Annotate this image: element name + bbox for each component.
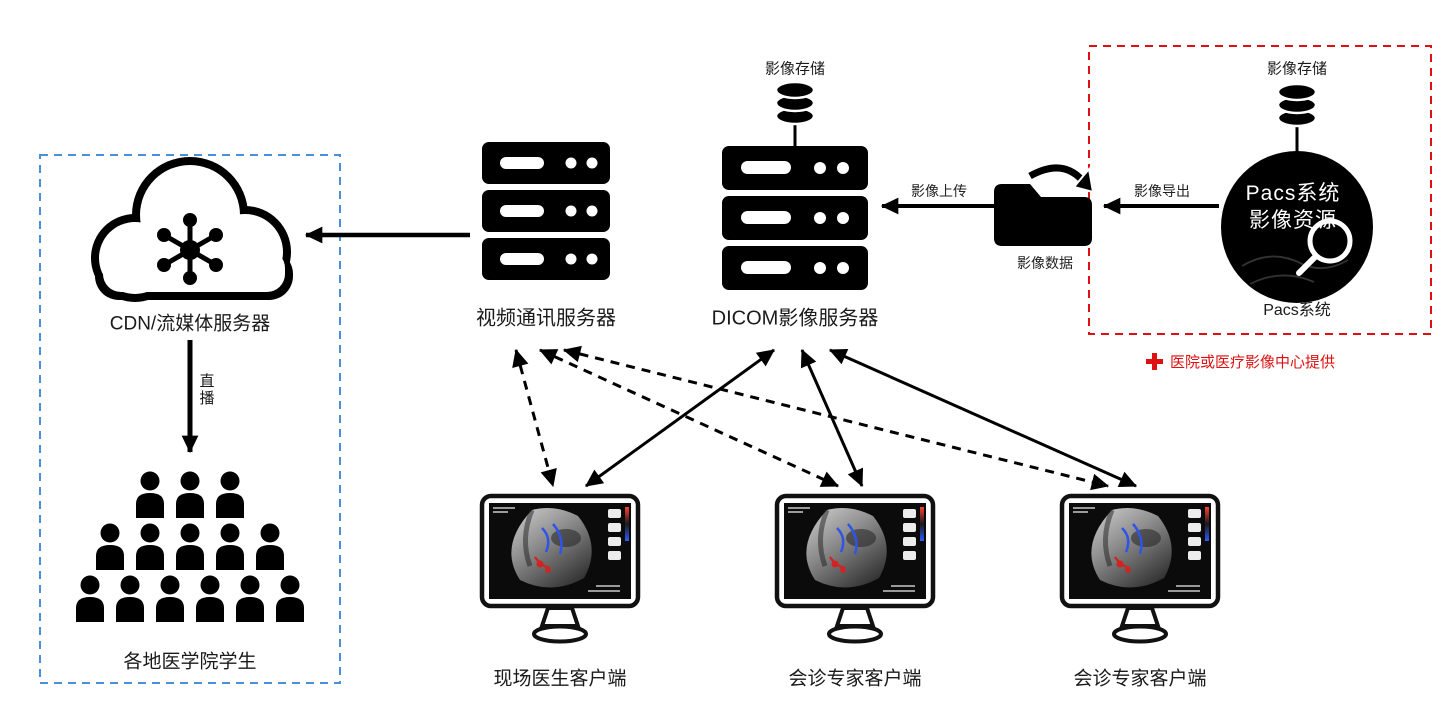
dicom-server-icon [722,146,868,290]
pacs-provider-boundary [1088,45,1432,335]
pacs-system-icon [1221,151,1373,303]
link-video-client1-dashed [512,348,557,488]
client1-monitor-icon [482,496,638,642]
link-dicom-client1 [585,348,775,488]
students-crowd-icon [76,471,304,622]
server-client-links [512,345,1138,491]
link-video-client3-dashed [562,345,1110,491]
link-video-client2-dashed [538,348,840,488]
magnifier-icon [1296,218,1353,276]
link-dicom-client3 [828,348,1138,488]
cloud-cdn-icon [91,157,293,302]
pacs-storage-db-icon [1276,82,1318,128]
cdn-audience-boundary [39,154,341,684]
folder-import-icon [994,161,1095,246]
dicom-storage-db-icon [774,80,816,126]
client2-monitor-icon [777,496,933,642]
client3-monitor-icon [1062,496,1218,642]
network-node-icon [157,213,223,285]
link-dicom-client2 [800,348,864,488]
video-server-icon [482,142,610,280]
